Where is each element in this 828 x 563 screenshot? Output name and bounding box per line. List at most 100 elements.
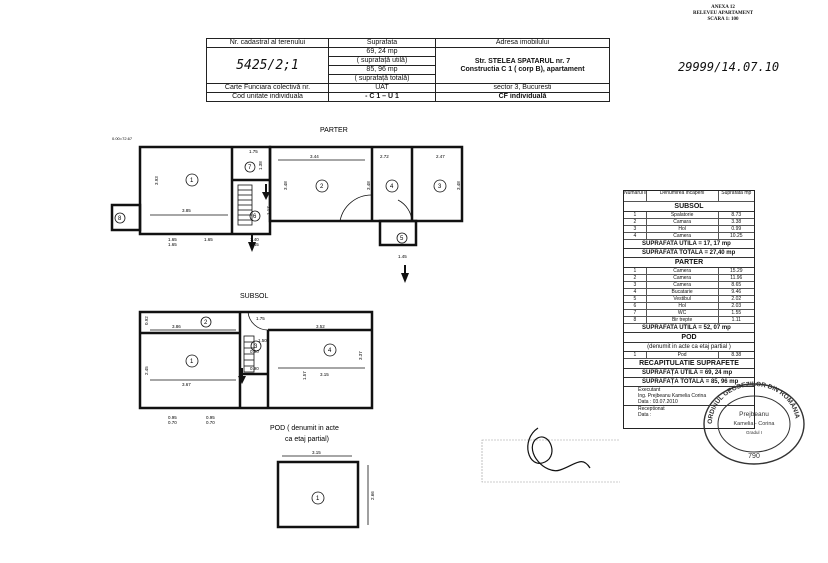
svg-text:2.66: 2.66: [370, 491, 375, 500]
pod-title-line1: POD ( denumit in acte: [270, 425, 339, 432]
pod-dimensions: 3.15 2.66: [312, 450, 375, 500]
cell-name: WC: [647, 310, 719, 316]
executant-name: Ing. Prejbeanu Kamelia Corina: [638, 393, 707, 399]
faint-stamp: [481, 439, 620, 483]
svg-text:0.70: 0.70: [168, 420, 177, 425]
svg-text:3.67: 3.67: [182, 382, 191, 387]
annex-header: ANEXA 12 RELEVEU APARTAMENT SCARA 1: 100: [668, 5, 778, 23]
svg-text:2: 2: [204, 320, 208, 326]
svg-text:1.75: 1.75: [256, 316, 265, 321]
cell-area: 10.25: [730, 233, 743, 239]
svg-text:3.15: 3.15: [320, 372, 329, 377]
subsol-useful-total: SUPRAFATA UTILA = 17, 17 mp: [624, 240, 754, 249]
entrance-arrows: [238, 184, 409, 384]
cell-area: 1.55: [731, 310, 742, 316]
cell-area: 15.29: [730, 268, 743, 274]
room-marker: [433, 179, 447, 193]
svg-text:3.85: 3.85: [182, 208, 191, 213]
svg-text:3: 3: [438, 184, 442, 190]
useful-surface-label: ( suprafață utilă): [328, 56, 436, 66]
svg-text:2.72: 2.72: [380, 154, 389, 159]
cell-area: 9.46: [731, 289, 742, 295]
col-header-area: Suprafata mp: [721, 191, 752, 196]
stamp-grade: Gradul I: [746, 430, 762, 435]
surface-summary-table: Numarul incaperii Denumirea incaperii Su…: [623, 190, 755, 429]
cell-nr: 2: [624, 275, 647, 281]
room-marker: [200, 316, 212, 328]
stamp-name-2: Kamelia - Corina: [734, 421, 776, 427]
floor-plans: PARTER SUBSOL POD ( denumit in acte ca e…: [110, 127, 620, 529]
svg-text:2.47: 2.47: [436, 154, 445, 159]
cell-nr: 2: [624, 219, 647, 225]
executant-date: Data : 03.07.2010: [624, 399, 754, 406]
pod-row: 1 Pod 8.38: [624, 352, 754, 359]
svg-text:3.93: 3.93: [154, 176, 159, 185]
official-round-stamp: ORDINUL GEODEZILOR DIN ROMÂNIA Prejbeanu…: [703, 381, 805, 465]
document-title: RELEVEU APARTAMENT: [692, 11, 754, 16]
svg-text:2.45: 2.45: [144, 366, 149, 375]
property-info-table: Nr. cadastral al terenului Suprafata Adr…: [206, 38, 610, 102]
subsol-section-title: SUBSOL: [624, 202, 754, 212]
stair-arrow-icon: [262, 184, 270, 200]
room-marker: [185, 354, 199, 368]
pod-section-subtitle: (denumit in acte ca etaj partial ): [624, 343, 754, 352]
cell-nr: 7: [624, 310, 647, 316]
svg-text:1.45: 1.45: [398, 254, 407, 259]
svg-text:0.70: 0.70: [206, 420, 215, 425]
cell-name: Bucatarie: [647, 289, 719, 295]
entry-arrow-icon: [248, 234, 256, 252]
svg-text:5: 5: [400, 236, 404, 242]
stair-arrow-icon: [238, 368, 246, 384]
parter-section-title: PARTER: [624, 258, 754, 268]
svg-text:0.95: 0.95: [206, 415, 215, 420]
svg-text:3.48: 3.48: [366, 181, 371, 190]
svg-text:1.40: 1.40: [250, 237, 259, 242]
subsol-stairs: [243, 335, 255, 373]
cell-area: 3.38: [731, 219, 742, 225]
cadastral-value: 5425/2;1: [206, 47, 329, 84]
stamp-name-1: Prejbeanu: [739, 411, 769, 418]
room-marker: [185, 173, 199, 187]
svg-text:3: 3: [254, 344, 258, 350]
subsol-title: SUBSOL: [240, 293, 269, 300]
cell-area: 1.11: [731, 317, 741, 323]
cell-name: Vestibul: [647, 296, 719, 302]
room-marker: [244, 161, 256, 173]
room-marker: [385, 179, 399, 193]
cell-nr: 8: [624, 317, 647, 323]
address-cell: Str. STELEA SPATARUL nr. 7 Constructia C…: [435, 47, 610, 84]
svg-text:1.45: 1.45: [250, 242, 259, 247]
cell-name: Camera: [647, 275, 719, 281]
parter-useful-total: SUPRAFATA UTILA = 52, 07 mp: [624, 324, 754, 333]
cell-nr: 5: [624, 296, 647, 302]
annex-label: ANEXA 12: [711, 5, 735, 10]
cell-area: 8.73: [731, 212, 742, 218]
col-header-name: Denumirea incaperii: [647, 191, 719, 201]
parter-stairs: [237, 184, 253, 226]
svg-text:4: 4: [328, 348, 332, 354]
cell-name: Bir trepte: [647, 317, 719, 323]
col-header-number: Numarul incaperii: [624, 191, 647, 201]
cell-name: Camera: [647, 268, 719, 274]
construction-address: Constructia C 1 ( corp B), apartament: [460, 65, 585, 73]
subsol-total: SUPRAFATA TOTALA = 27,40 mp: [624, 249, 754, 258]
svg-text:4: 4: [390, 184, 394, 190]
parter-title: PARTER: [320, 127, 348, 134]
room-marker: [311, 491, 325, 505]
total-surface-value: 85, 96 mp: [328, 65, 436, 75]
room-marker: [315, 179, 329, 193]
svg-text:7: 7: [248, 165, 252, 171]
room-marker: [396, 232, 408, 244]
svg-text:1.65: 1.65: [168, 242, 177, 247]
